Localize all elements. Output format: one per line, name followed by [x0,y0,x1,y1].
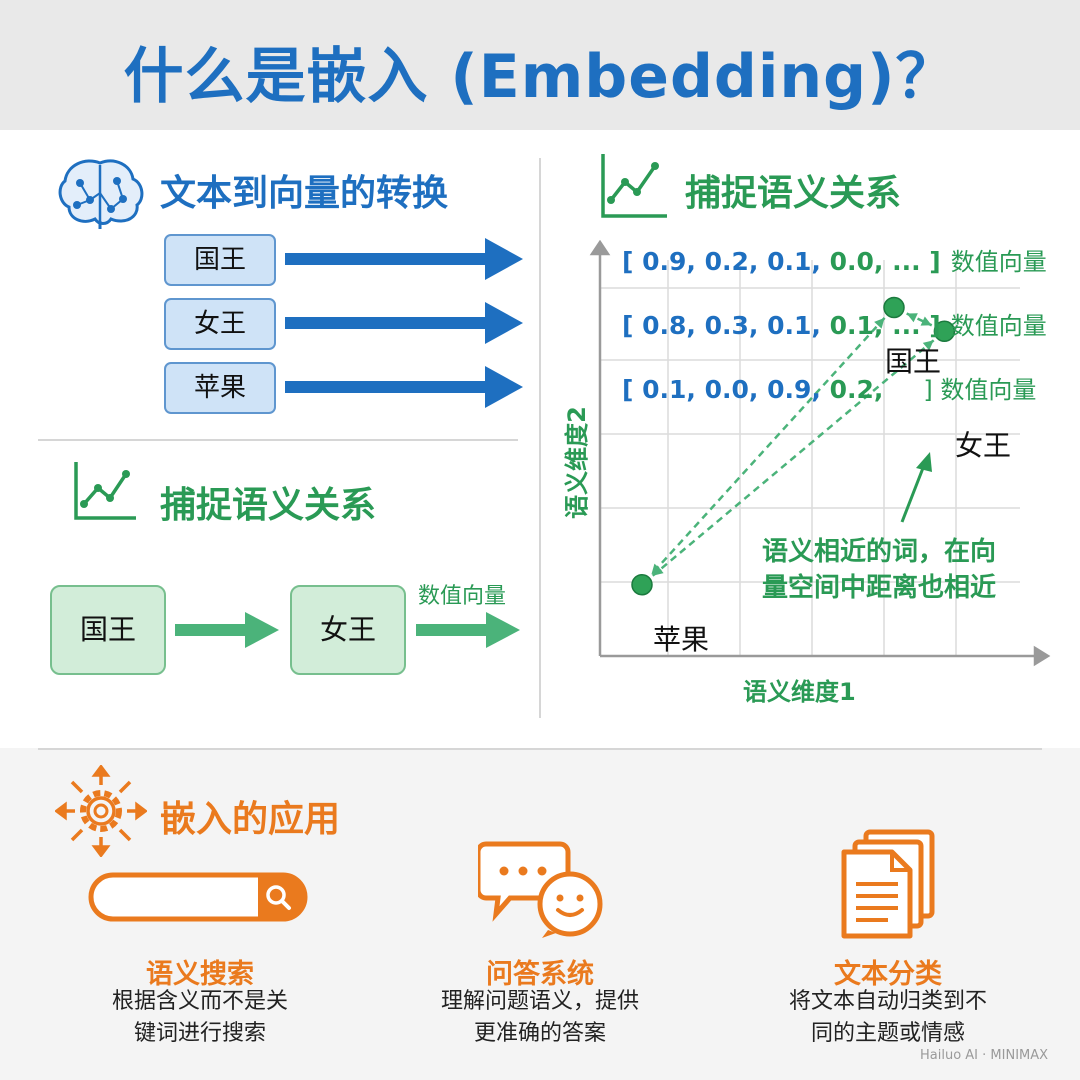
app-desc-search-1: 根据含义而不是关 [111,989,288,1014]
vector-3-blue: [ 0.1, 0.0, 0.9, [622,375,830,404]
vector-1-blue: [ 0.9, 0.2, 0.1, [622,247,830,276]
data-point-queen [933,320,956,343]
app-desc-qa-1: 理解问题语义，提供 [440,989,639,1014]
data-point-king [883,296,905,319]
bottom-divider [38,748,1042,750]
annotation-text: 语义相近的词，在向 量空间中距离也相近 [762,534,996,606]
semantic-space-plot [589,240,1051,667]
app-desc-classify-1: 将文本自动归类到不 [788,989,987,1014]
app-title-search: 语义搜索 [146,959,254,990]
vector-2-green: 0.1, ... ] [829,311,941,340]
point-label-king: 国王 [885,345,942,378]
brain-icon [58,159,144,229]
vector-3-green: 0.2, [829,375,884,404]
annotation-line-1: 语义相近的词，在向 [762,537,997,567]
conversion-arrows [285,238,523,408]
app-title-classify: 文本分类 [834,959,942,990]
relation-arrow-2 [416,612,520,648]
annotation-line-2: 量空间中距离也相近 [762,573,997,603]
vector-1-green: 0.0, ... ] [829,247,941,276]
connection-queen-apple [651,339,935,577]
data-points [631,296,956,596]
search-bar-icon [88,872,308,922]
point-label-apple: 苹果 [653,623,710,656]
app-desc-classify: 将文本自动归类到不 同的主题或情感 [748,986,1028,1050]
vector-2-label: 数值向量 [950,312,1047,340]
watermark: Hailuo AI · MINIMAX [920,1048,1049,1063]
y-axis-label: 语义维度2 [562,406,591,519]
arrow-queen [285,302,523,344]
conversion-title: 文本到向量的转换 [160,173,449,214]
vector-2-blue: [ 0.8, 0.3, 0.1, [622,311,830,340]
word-box-king: 国王 [164,234,276,286]
relation-box-king: 国王 [50,585,166,675]
page-title: 什么是嵌入 (Embedding)？ [123,42,957,112]
app-desc-qa-2: 更准确的答案 [473,1021,606,1046]
relation-arrow-1 [175,612,279,648]
vector-row-1: [ 0.9, 0.2, 0.1, 0.0, ... ] 数值向量 [622,242,1047,277]
app-desc-search: 根据含义而不是关 键词进行搜索 [60,986,340,1050]
vector-3-label: ] 数值向量 [923,376,1037,404]
plot-grid [600,260,1020,656]
relation-left-title: 捕捉语义关系 [160,485,377,526]
applications-title: 嵌入的应用 [160,799,341,840]
word-box-apple: 苹果 [164,362,276,414]
app-desc-classify-2: 同的主题或情感 [810,1021,965,1046]
connection-lines [650,312,935,577]
center-divider [539,158,541,718]
vector-1-label: 数值向量 [950,248,1047,276]
arrow-king [285,238,523,280]
plot-axes [589,240,1051,667]
vector-row-2: [ 0.8, 0.3, 0.1, 0.1, ... ] 数值向量 [622,306,1047,341]
arrow-apple [285,366,523,408]
relation-right-title: 捕捉语义关系 [685,173,902,214]
documents-icon [841,829,935,939]
trend-chart-icon-right [601,154,667,218]
left-divider [38,439,518,441]
app-desc-search-2: 键词进行搜索 [133,1021,266,1046]
vector-row-3: [ 0.1, 0.0, 0.9, 0.2, ] 数值向量 [622,370,1036,405]
chat-bubble-icon [478,841,603,938]
word-box-queen: 女王 [164,298,276,350]
gear-icon [55,765,147,857]
header-band [0,0,1080,130]
relation-box-queen: 女王 [290,585,406,675]
app-desc-qa: 理解问题语义，提供 更准确的答案 [400,986,680,1050]
connection-king-queen [906,312,933,327]
trend-chart-icon [74,462,136,520]
annotation-arrow [900,452,932,523]
app-title-qa: 问答系统 [486,959,594,990]
relation-arrow-label: 数值向量 [418,584,507,609]
point-label-queen: 女王 [955,429,1012,462]
x-axis-label: 语义维度1 [743,678,856,706]
data-point-apple [631,573,653,596]
